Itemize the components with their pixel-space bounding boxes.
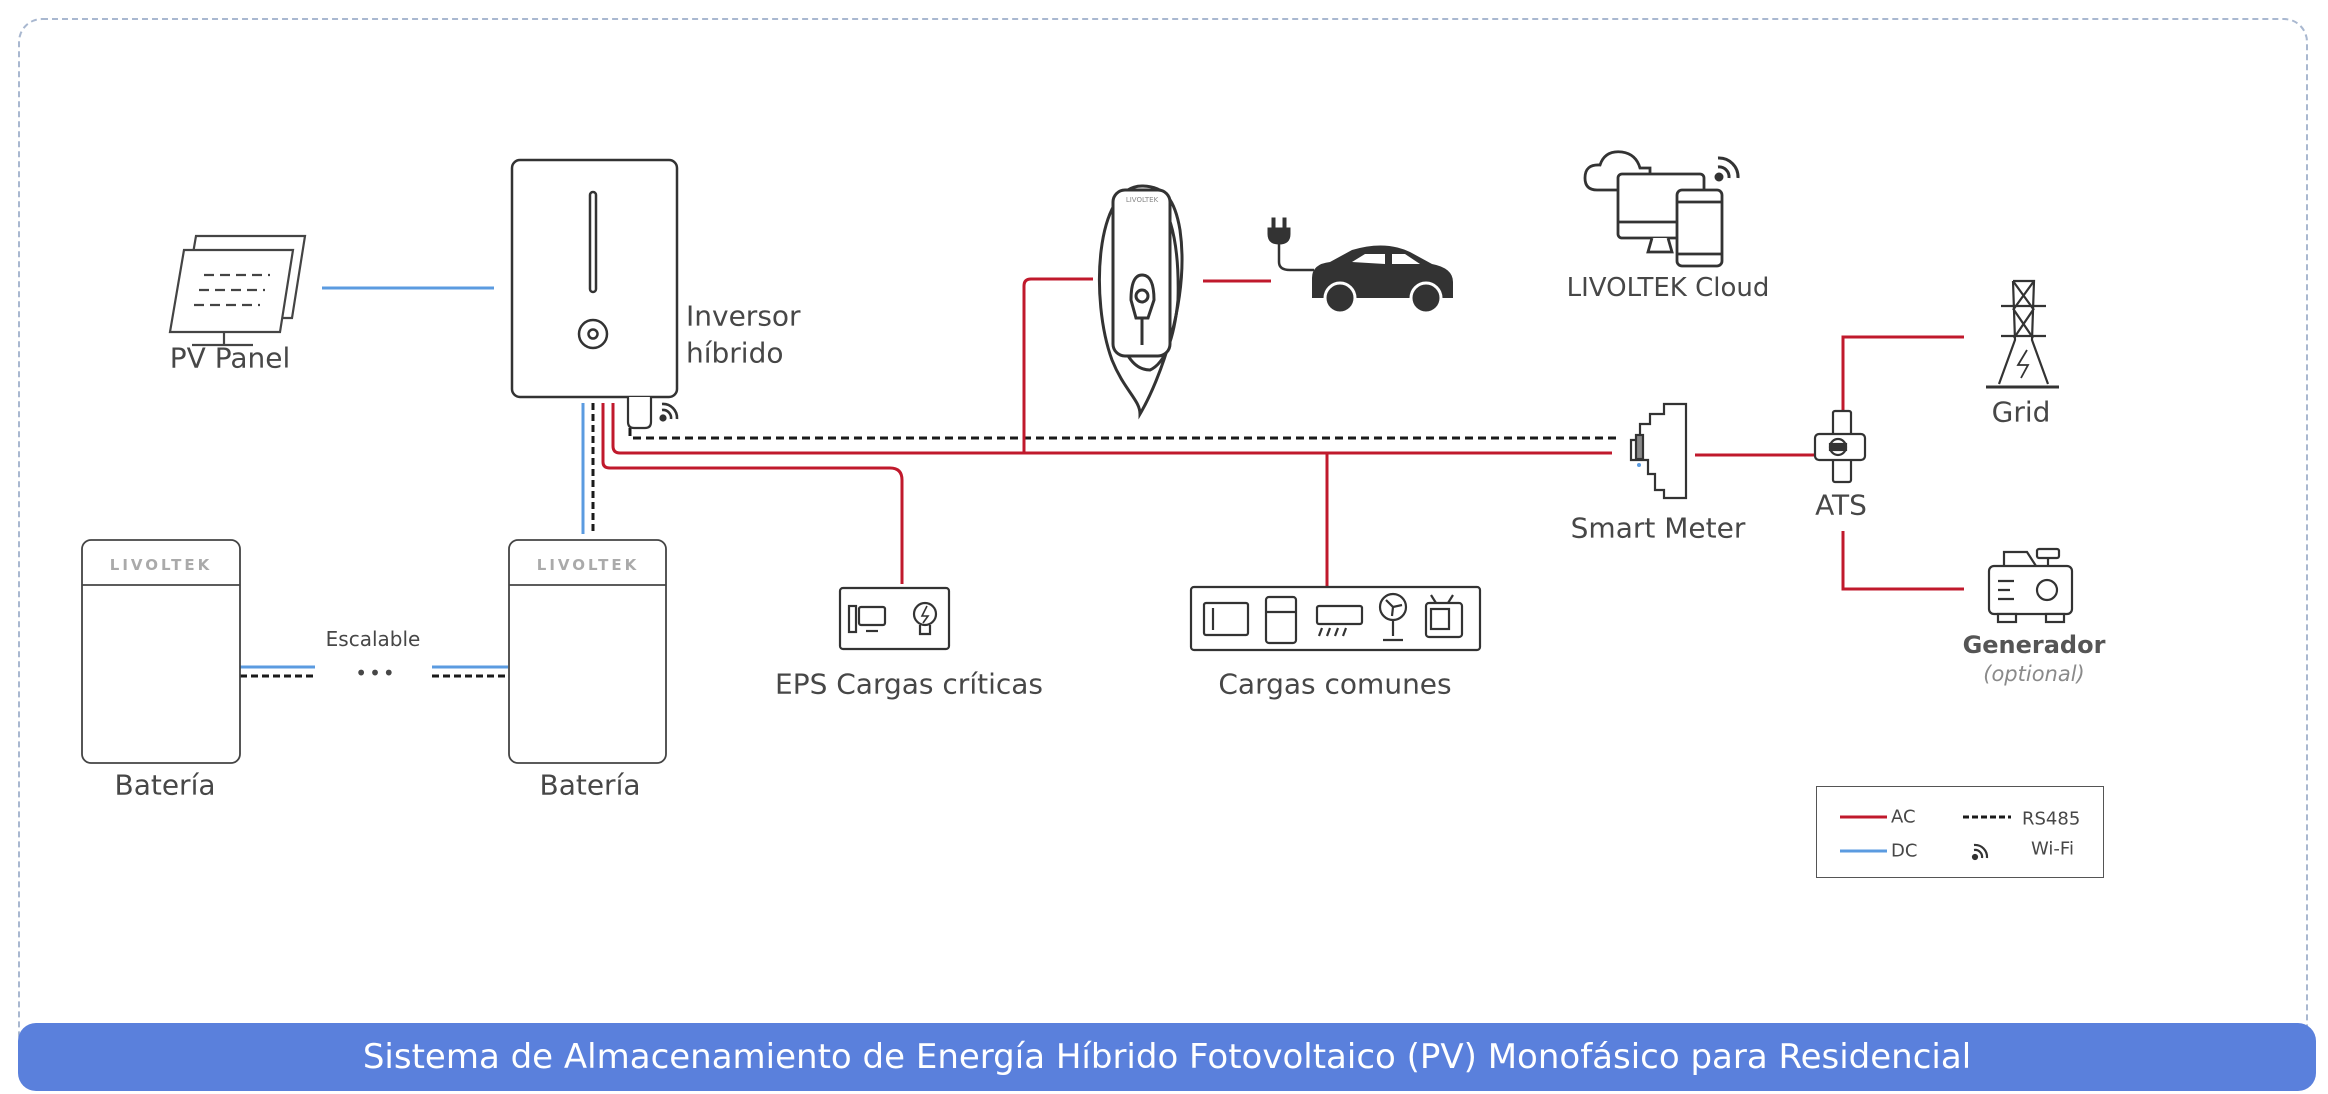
ac-line-charger: [1022, 277, 1093, 453]
pv-panel-icon: [168, 234, 307, 347]
ac-line-main-bus: [611, 403, 1612, 455]
eps-loads-icon: [838, 586, 951, 651]
grid-tower-icon: [1986, 279, 2059, 389]
title-banner: Sistema de Almacenamiento de Energía Híb…: [18, 1023, 2316, 1091]
common-loads-label: Cargas comunes: [1218, 667, 1452, 701]
legend-ac-label: AC: [1891, 806, 1916, 828]
plug-icon: [1267, 217, 1314, 272]
inverter-label-line1: Inversor: [686, 299, 801, 333]
inverter-label-line2: híbrido: [686, 336, 784, 370]
legend-wifi-label: Wi-Fi: [2031, 838, 2074, 860]
battery-right-label: Batería: [539, 768, 641, 802]
legend-rs485-label: RS485: [2022, 808, 2081, 830]
car-icon: [1312, 245, 1453, 315]
battery-right-icon: [508, 539, 667, 764]
ac-line-ats-generator: [1841, 531, 1964, 591]
legend: AC DC RS485 Wi-Fi: [1816, 786, 2104, 878]
smart-meter-icon: [1629, 402, 1688, 500]
hybrid-inverter-icon: [510, 158, 679, 399]
ev-charger-icon: [1097, 184, 1184, 420]
common-loads-icon: [1189, 585, 1482, 652]
battery-left-label: Batería: [114, 768, 216, 802]
generator-icon: [1987, 547, 2074, 624]
pv-panel-label: PV Panel: [169, 341, 291, 375]
legend-dc-label: DC: [1891, 840, 1918, 862]
generator-note: (optional): [1983, 662, 2085, 686]
ats-icon: [1813, 409, 1867, 484]
battery-right-brand: LIVOLTEK: [536, 556, 640, 574]
eps-loads-label: EPS Cargas críticas: [775, 667, 1043, 701]
wifi-icon: [659, 402, 679, 422]
legend-swatches: [1840, 815, 2011, 861]
ac-line-ats-grid: [1841, 335, 1964, 411]
generator-label: Generador: [1962, 631, 2106, 659]
scalable-label: Escalable: [325, 627, 421, 651]
cloud-devices-icon: [1583, 150, 1724, 268]
cloud-label: LIVOLTEK Cloud: [1566, 273, 1770, 303]
battery-left-icon: [81, 539, 241, 764]
scalable-dots: •••: [355, 661, 397, 685]
ats-label: ATS: [1815, 488, 1867, 522]
diagram-title: Sistema de Almacenamiento de Energía Híb…: [362, 1037, 1972, 1077]
ac-line-eps: [601, 403, 904, 584]
battery-left-brand: LIVOLTEK: [109, 556, 213, 574]
cloud-wifi-icon: [1714, 156, 1740, 182]
smart-meter-label: Smart Meter: [1570, 511, 1746, 545]
rs485-line-inverter-meter: [628, 428, 1617, 440]
legend-wifi-icon: [1971, 843, 1989, 861]
charger-brand: LIVOLTEK: [1125, 196, 1159, 204]
wifi-module-icon: [626, 397, 653, 430]
grid-label: Grid: [1991, 395, 2051, 429]
